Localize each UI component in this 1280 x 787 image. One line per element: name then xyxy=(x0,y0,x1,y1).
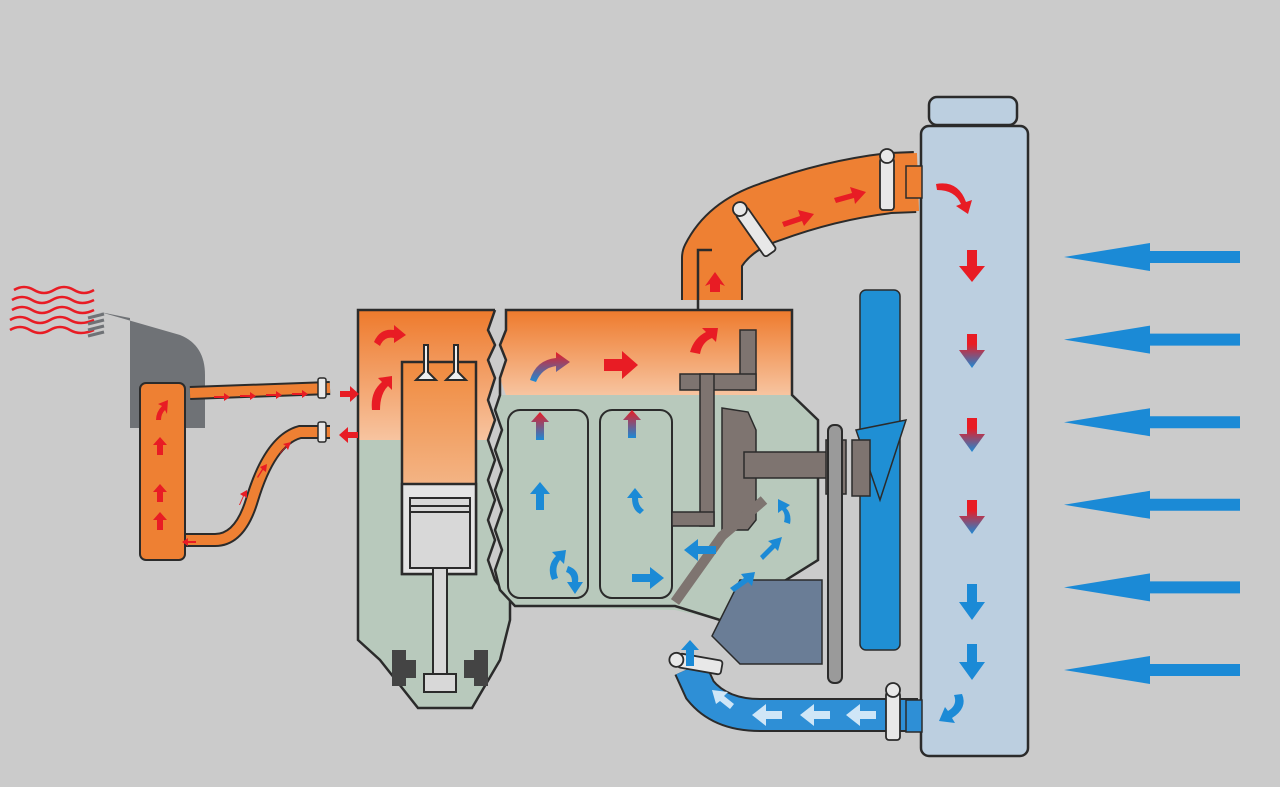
piston xyxy=(409,497,471,693)
cooling-fan xyxy=(851,289,908,651)
heater-clamp-bottom xyxy=(317,421,327,443)
heater-clamp-top xyxy=(317,377,327,399)
airflow-arrow xyxy=(1064,573,1240,602)
upper-hose-neck xyxy=(905,165,923,199)
valves xyxy=(413,344,469,381)
airflow-arrows xyxy=(1064,243,1240,684)
mixed-arrow-head xyxy=(530,352,570,382)
pump-outlet-wall xyxy=(670,496,768,605)
airflow-arrow xyxy=(1064,243,1240,271)
hose-clamps xyxy=(668,148,901,741)
airflow-arrow xyxy=(1064,408,1240,437)
heater-core xyxy=(139,382,186,561)
airflow-arrow xyxy=(1064,490,1240,519)
cylinder-section-outline xyxy=(356,308,512,710)
heat-waves-icon xyxy=(9,285,95,335)
crank-bearings xyxy=(392,650,488,686)
return-hose-arrows xyxy=(712,690,876,726)
thermostat-housing xyxy=(671,329,757,527)
alternator xyxy=(711,579,823,665)
belt-pulleys xyxy=(827,424,843,684)
airflow-arrow xyxy=(1064,325,1240,354)
mixed-flow-arrows xyxy=(531,334,985,534)
lower-hose-neck xyxy=(905,699,923,733)
cylinder-bore-1 xyxy=(507,409,589,599)
engine-block-outline xyxy=(493,308,820,622)
heater-fins xyxy=(87,312,105,338)
cold-flow-arrows xyxy=(530,482,985,723)
airflow-arrow xyxy=(1064,656,1240,684)
hot-flow-arrows xyxy=(153,183,985,546)
